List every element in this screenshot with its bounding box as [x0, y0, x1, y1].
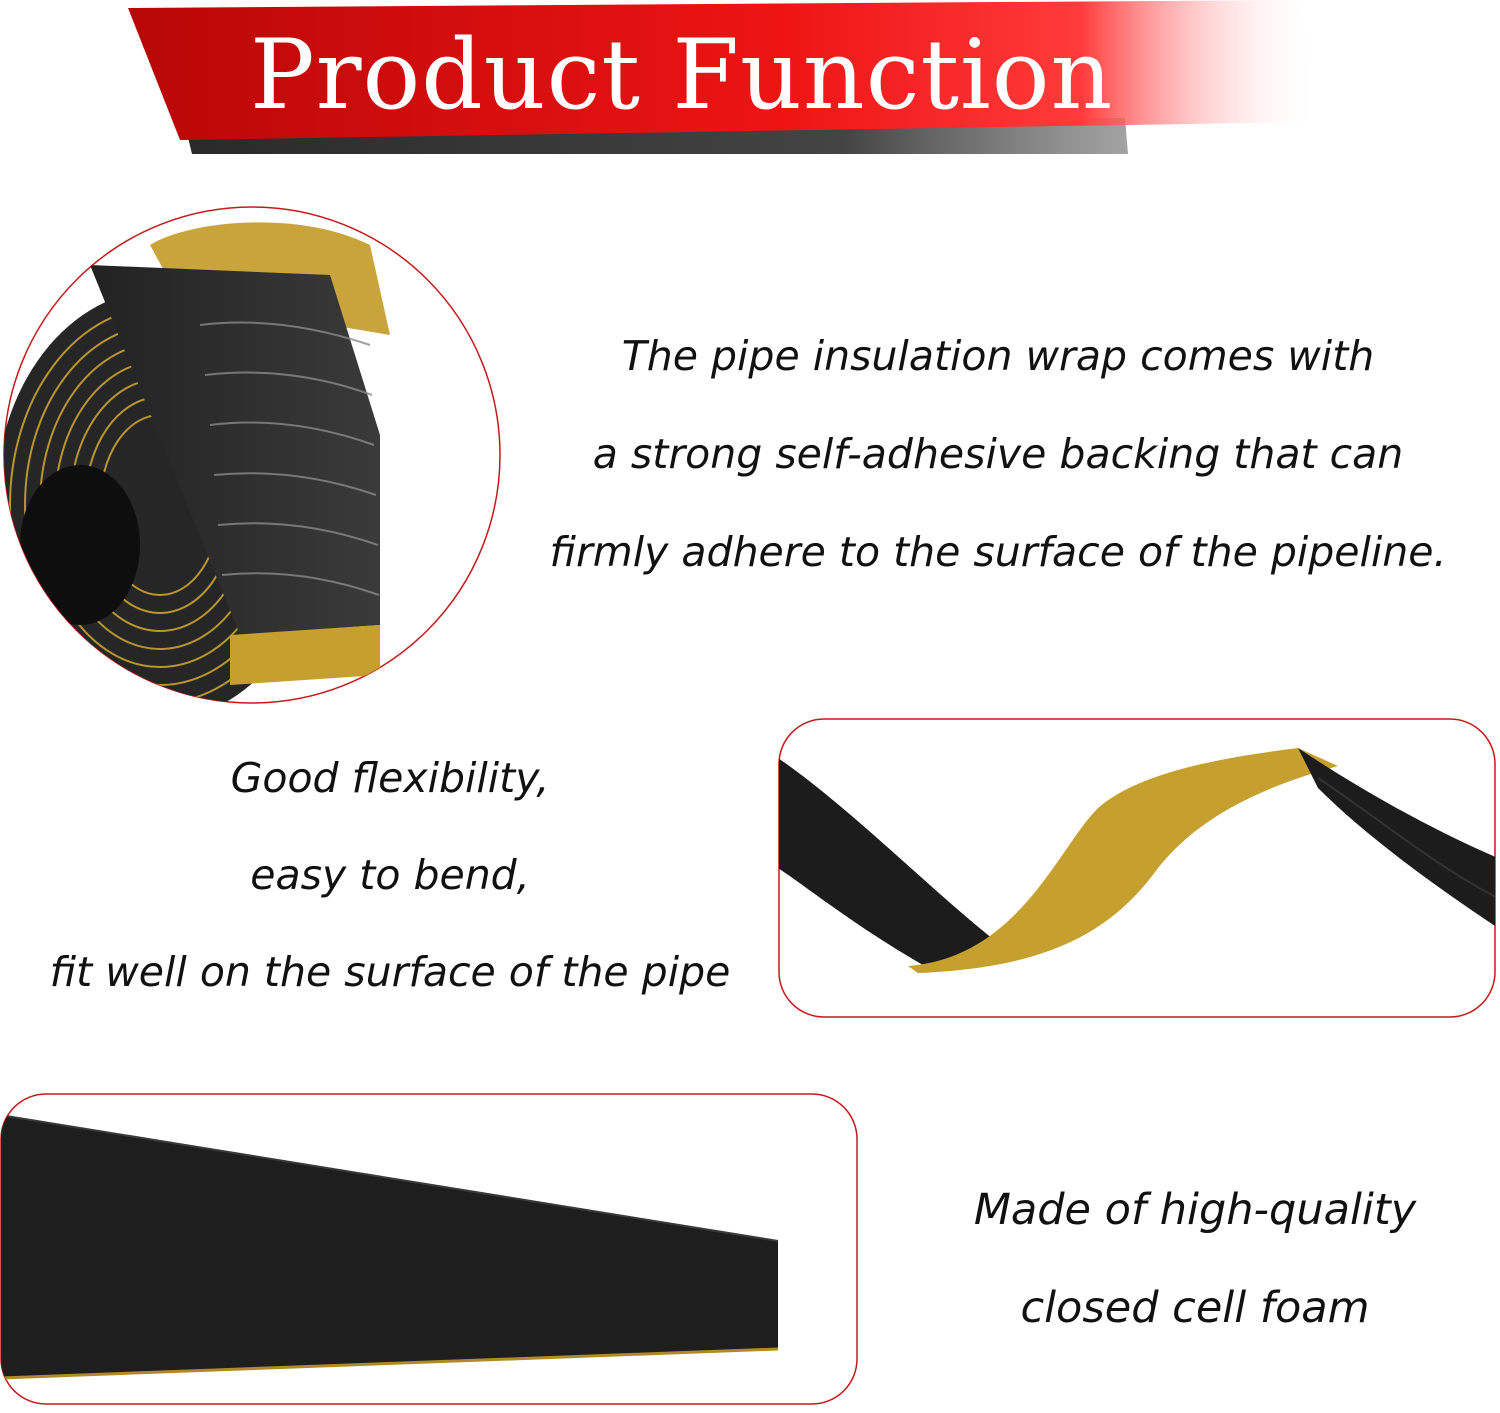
- tape-roll-photo: [3, 206, 501, 704]
- banner-ribbon-graphic: [128, 0, 1320, 154]
- header-banner: Product Function: [0, 0, 1500, 160]
- twisted-strip-photo: [778, 718, 1496, 1018]
- description-line: Good flexibility,: [230, 754, 550, 802]
- description-line: Made of high-quality: [973, 1185, 1417, 1235]
- description-line: firmly adhere to the surface of the pipe…: [549, 528, 1447, 576]
- description-line: a strong self-adhesive backing that can: [592, 430, 1404, 478]
- description-line: The pipe insulation wrap comes with: [621, 332, 1375, 380]
- description-line: fit well on the surface of the pipe: [49, 948, 731, 996]
- flexibility-description: Good flexibility, easy to bend, fit well…: [0, 748, 780, 1039]
- flat-strip-photo: [0, 1093, 858, 1405]
- description-line: easy to bend,: [250, 851, 530, 899]
- description-line: closed cell foam: [1020, 1283, 1370, 1333]
- self-adhesive-description: The pipe insulation wrap comes with a st…: [498, 326, 1498, 620]
- page-title: Product Function: [250, 19, 1114, 131]
- material-description: Made of high-quality closed cell foam: [900, 1180, 1490, 1376]
